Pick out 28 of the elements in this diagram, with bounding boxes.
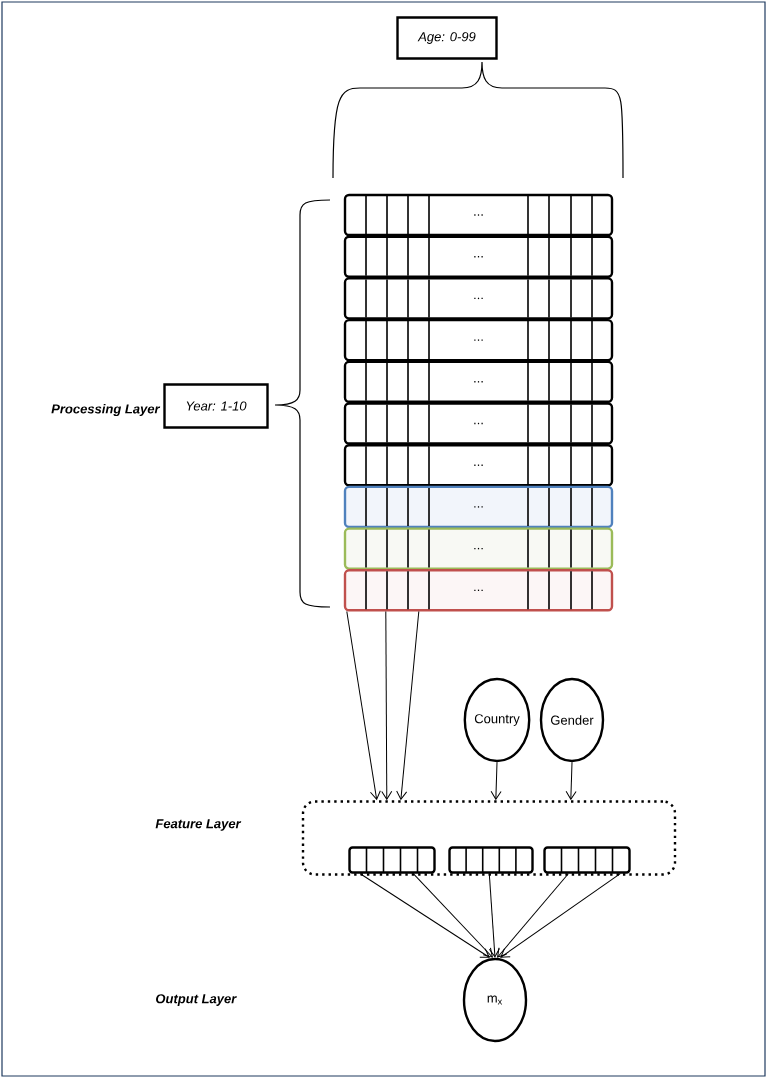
layer-label: Output Layer: [156, 994, 237, 1006]
grid-row: ...: [343, 318, 614, 362]
grid-row: ...: [343, 193, 614, 237]
layer-label: Feature Layer: [155, 819, 242, 831]
arrow: [490, 761, 502, 800]
label-box: Age: 0-99: [396, 16, 498, 60]
arrow: [359, 873, 490, 958]
arrow: [396, 611, 420, 800]
arrow: [412, 873, 493, 958]
arrow: [488, 873, 500, 958]
feature-vector: [348, 846, 436, 874]
grid-row: ...: [343, 360, 614, 403]
grid-row: ...: [343, 485, 614, 529]
feature-vector: [543, 846, 631, 874]
layer-box: [301, 800, 677, 876]
arrow: [500, 873, 621, 958]
label-box: Year: 1-10: [163, 383, 269, 429]
arrow: [346, 611, 381, 800]
arrow: [381, 611, 393, 800]
grid-row: ...: [343, 444, 614, 487]
arrow: [565, 761, 577, 800]
grid-row: ...: [343, 569, 614, 612]
grid-row: ...: [343, 277, 614, 320]
grid-row: ...: [343, 527, 614, 570]
grid-row: ...: [343, 235, 614, 278]
arrow: [497, 873, 569, 958]
grid-row: ...: [343, 402, 614, 445]
feature-vector: [448, 846, 534, 874]
